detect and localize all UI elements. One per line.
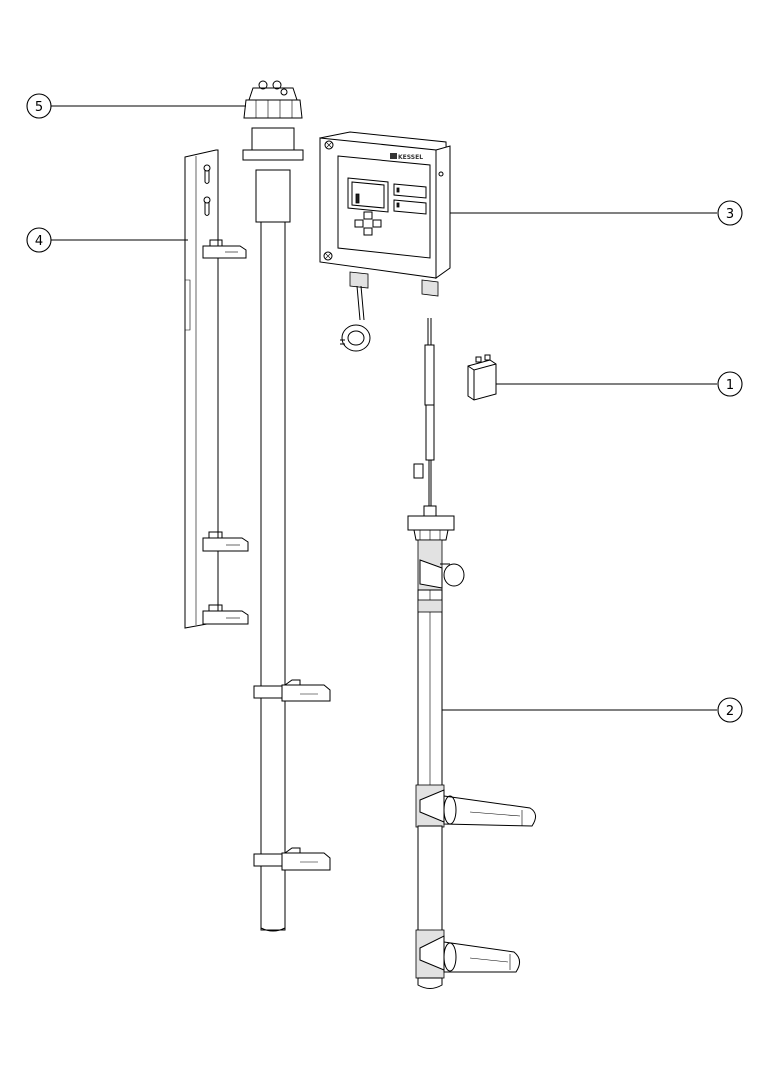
callout-4-label: 4 (35, 234, 43, 249)
callout-3: 3 (717, 200, 743, 226)
callout-5-label: 5 (35, 100, 43, 115)
battery-block (467, 354, 497, 401)
brand-logo: KESSEL (390, 153, 423, 161)
wall-mounting-rail (184, 149, 249, 629)
leader-lines (51, 105, 717, 711)
callout-2-label: 2 (726, 704, 734, 719)
callout-2: 2 (717, 697, 743, 723)
tube-clip-lower (253, 847, 331, 871)
sensor-finger-upper (443, 795, 536, 827)
callout-3-label: 3 (726, 207, 734, 222)
callout-5: 5 (26, 93, 52, 119)
control-unit: KESSEL (319, 131, 451, 352)
mains-plug (340, 324, 371, 352)
callout-4: 4 (26, 227, 52, 253)
rail-clip-top (202, 239, 247, 259)
probe-assembly (407, 318, 536, 989)
rail-clip-middle (202, 531, 249, 552)
sensor-finger-lower (443, 941, 520, 973)
rail-clip-bottom (202, 604, 249, 625)
callout-1-label: 1 (726, 378, 734, 393)
callout-1: 1 (717, 371, 743, 397)
sensor-tube-with-cap (242, 80, 331, 932)
brand-text: KESSEL (398, 154, 423, 161)
tube-clip-upper (253, 679, 331, 702)
